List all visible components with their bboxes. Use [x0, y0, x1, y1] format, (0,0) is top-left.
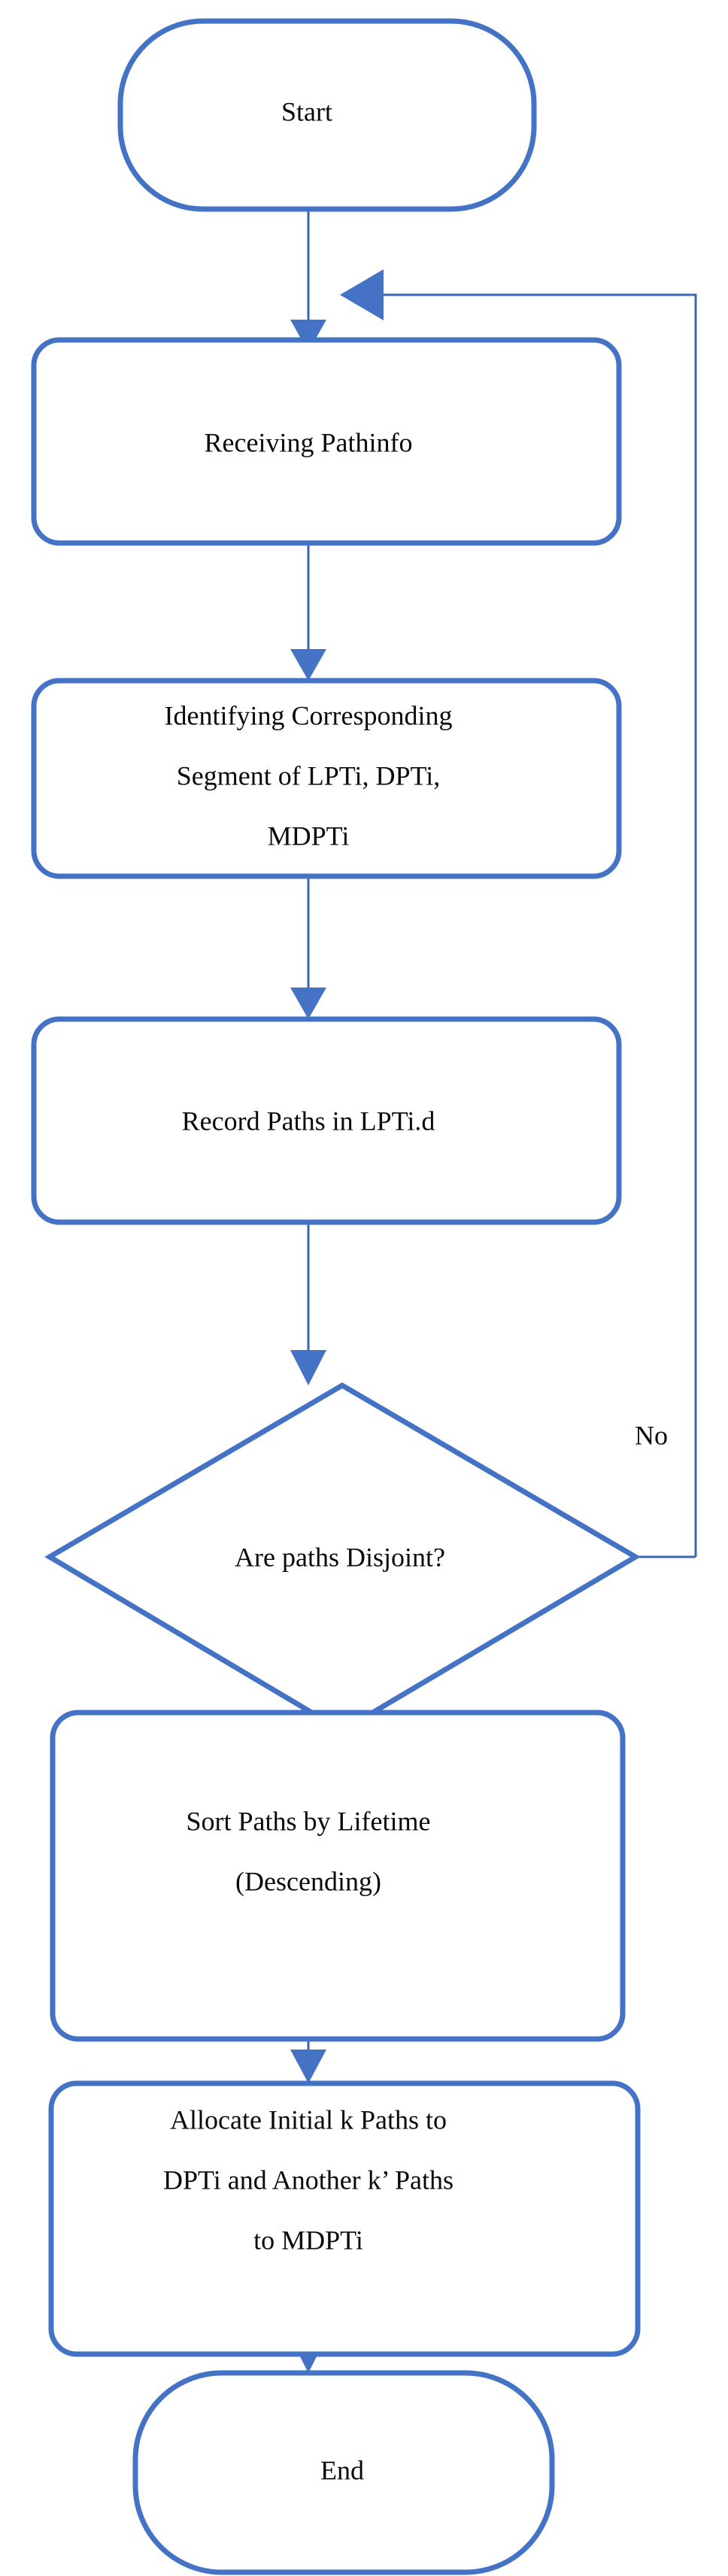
node-allocate-paths[interactable]: Allocate Initial k Paths to DPTi and Ano…	[48, 2080, 641, 2357]
node-record-paths-shape[interactable]	[31, 1016, 622, 1225]
node-allocate-paths-label-line2: DPTi and Another k’ Paths	[163, 2165, 453, 2195]
node-identify-segment-label-line1: Identifying Corresponding	[165, 700, 453, 730]
node-identify-segment-label-line3: MDPTi	[268, 821, 350, 851]
node-end-label: End	[320, 2455, 364, 2485]
node-receiving-pathinfo-label: Receiving Pathinfo	[205, 427, 413, 457]
node-record-paths-label: Record Paths in LPTi.d	[182, 1106, 435, 1136]
edge-receive-to-identify	[290, 543, 326, 681]
node-start[interactable]: Start	[117, 18, 537, 212]
node-receiving-pathinfo-shape[interactable]	[31, 337, 622, 546]
node-start-label: Start	[281, 96, 332, 126]
node-allocate-paths-shape[interactable]	[48, 2080, 641, 2357]
edge-sort-to-allocate-arrowhead	[290, 2050, 326, 2083]
edge-record-to-decision-arrowhead	[290, 1350, 326, 1385]
edge-identify-to-record	[290, 876, 326, 1019]
edge-label-no: No	[635, 1420, 668, 1450]
edge-start-to-receive	[290, 209, 326, 352]
edge-decision-no-loopback	[340, 269, 697, 1558]
edge-sort-to-allocate	[290, 2039, 326, 2083]
node-identify-segment-shape[interactable]	[31, 678, 622, 879]
node-receiving-pathinfo[interactable]: Receiving Pathinfo	[31, 337, 622, 546]
node-end-shape[interactable]	[132, 2370, 555, 2575]
node-sort-paths[interactable]: Sort Paths by Lifetime (Descending)	[50, 1710, 626, 2042]
node-sort-paths-label-line1: Sort Paths by Lifetime	[187, 1806, 431, 1836]
edge-receive-to-identify-arrowhead	[290, 649, 326, 681]
node-decision-disjoint[interactable]: Are paths Disjoint?	[44, 1382, 641, 1734]
node-identify-segment[interactable]: Identifying Corresponding Segment of LPT…	[31, 678, 622, 879]
node-record-paths[interactable]: Record Paths in LPTi.d	[31, 1016, 622, 1225]
edge-record-to-decision	[290, 1222, 326, 1385]
edge-decision-no-loopback-arrowhead	[340, 269, 384, 320]
node-decision-disjoint-label: Are paths Disjoint?	[235, 1542, 445, 1572]
node-sort-paths-shape[interactable]	[50, 1710, 626, 2042]
edge-identify-to-record-arrowhead	[290, 988, 326, 1019]
node-allocate-paths-label-line3: to MDPTi	[253, 2225, 363, 2255]
node-sort-paths-label-line2: (Descending)	[235, 1866, 381, 1896]
node-identify-segment-label-line2: Segment of LPTi, DPTi,	[177, 760, 440, 790]
node-start-shape[interactable]	[117, 18, 537, 212]
node-allocate-paths-label-line1: Allocate Initial k Paths to	[170, 2104, 447, 2135]
node-end[interactable]: End	[132, 2370, 555, 2575]
edge-start-to-receive-arrowhead	[290, 320, 326, 352]
edge-decision-no-loopback-path	[384, 293, 697, 1557]
